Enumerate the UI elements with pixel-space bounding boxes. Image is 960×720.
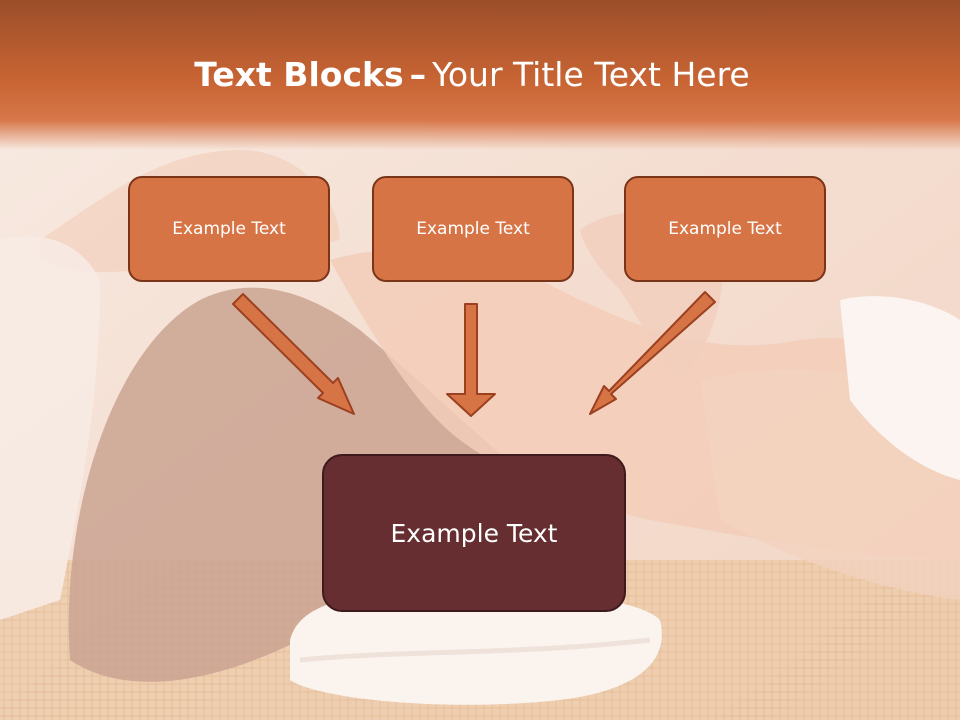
- text-box-center: Example Text: [372, 176, 574, 282]
- text-box-right: Example Text: [624, 176, 826, 282]
- text-box-center-label: Example Text: [416, 219, 530, 239]
- text-box-left: Example Text: [128, 176, 330, 282]
- title-dash: –: [409, 55, 427, 94]
- text-box-left-label: Example Text: [172, 219, 286, 239]
- title-band: [0, 0, 960, 150]
- result-text-box: Example Text: [322, 454, 626, 612]
- text-box-right-label: Example Text: [668, 219, 782, 239]
- slide-title: Text Blocks–Your Title Text Here: [0, 55, 944, 94]
- title-bold-text: Text Blocks: [194, 55, 404, 94]
- result-text-box-label: Example Text: [390, 518, 558, 548]
- title-regular-text: Your Title Text Here: [432, 55, 750, 94]
